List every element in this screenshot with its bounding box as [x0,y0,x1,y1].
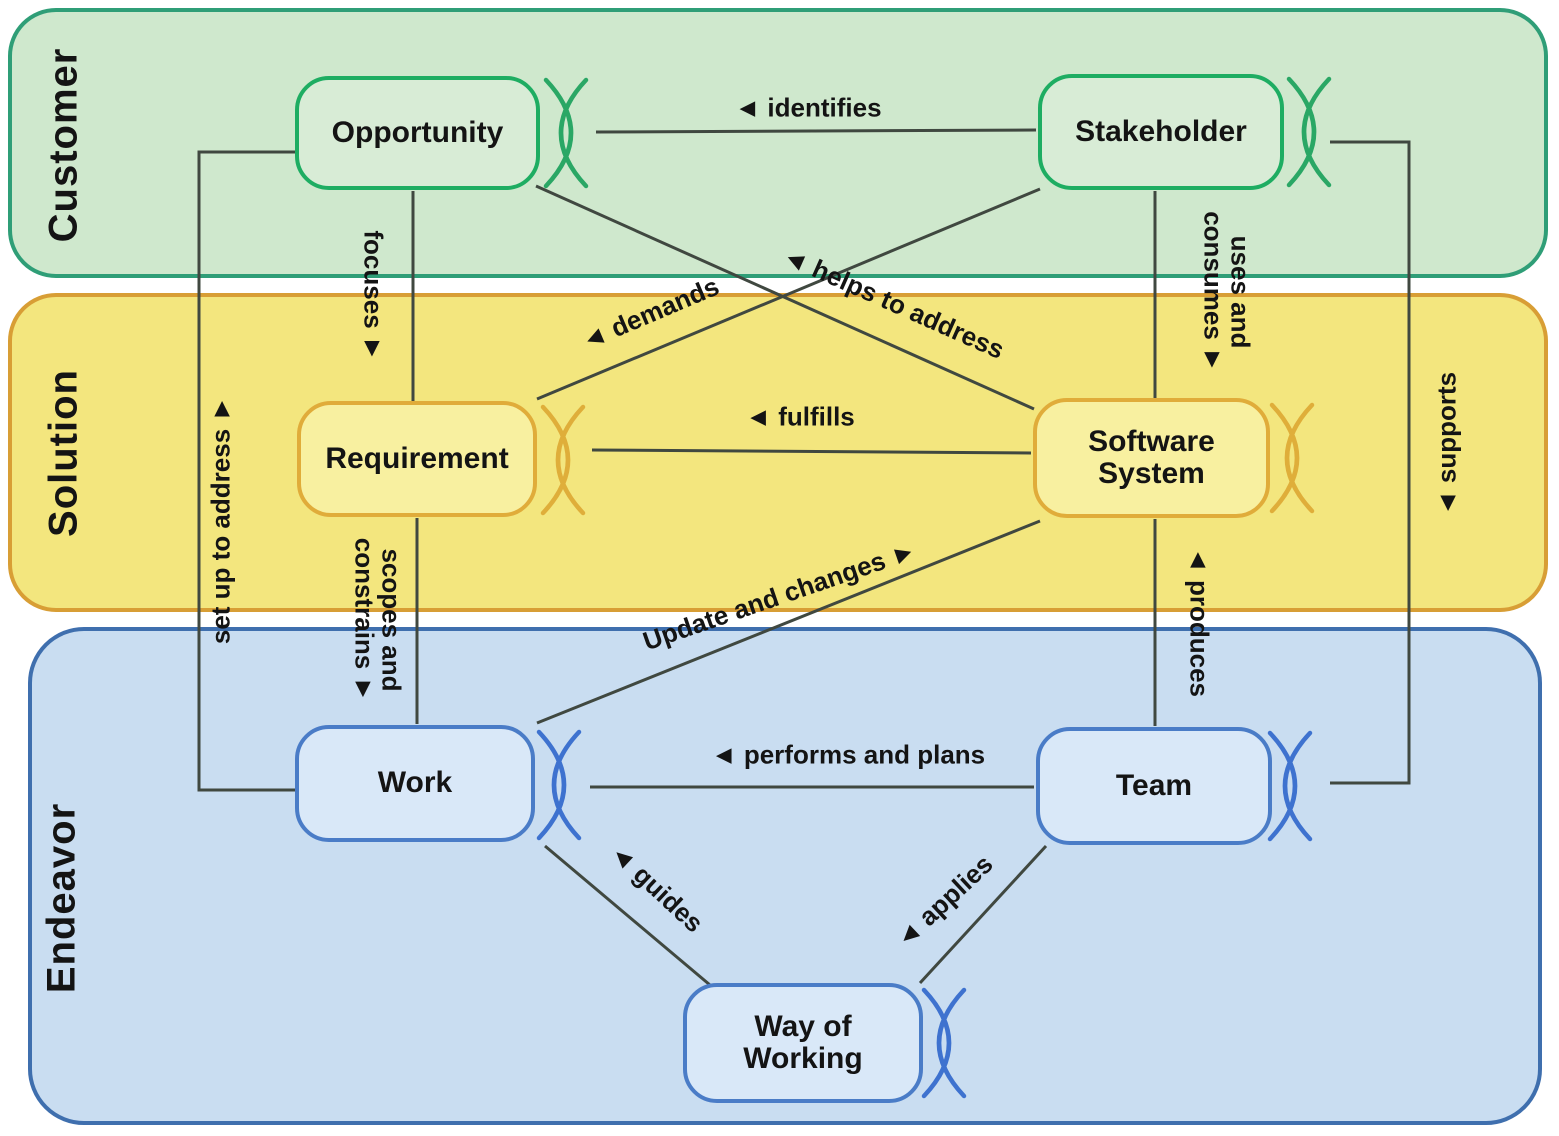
line-fulfills [591,448,1032,455]
line-supports [1330,140,1411,785]
edge-label-supports: ◄ supports [1431,371,1462,517]
edge-label-identifies: ◄ identifies [734,92,882,123]
node-way-of-working-label: Way of Working [743,1009,863,1075]
node-software-system-label: Software System [1088,424,1215,490]
line-applies [918,844,1048,985]
node-way-of-working: Way of Working [683,983,923,1103]
line-guides [544,844,711,987]
way-of-working-alpha-icon [921,987,967,1099]
line-set-up-to-address [197,150,296,792]
node-team-label: Team [1115,768,1193,802]
endeavor-band [28,627,1542,1125]
customer-band [8,8,1548,278]
node-team: Team [1036,727,1272,845]
line-demands [536,187,1041,401]
line-identifies [595,128,1037,134]
requirement-alpha-icon [540,404,586,516]
edge-label-set-up-to-address: set up to address ► [205,395,236,645]
team-alpha-icon [1267,730,1313,842]
node-requirement: Requirement [297,401,537,517]
line-update-and-changes [536,519,1041,725]
software-system-alpha-icon [1269,402,1315,514]
edge-label-fulfills: ◄ fulfills [745,401,855,432]
node-work-label: Work [377,766,453,800]
edge-label-focuses: focuses ► [358,230,389,362]
line-helps-to-address [535,184,1035,411]
stakeholder-alpha-icon [1286,76,1332,188]
edge-label-produces: ◄ produces [1184,547,1215,697]
edge-label-uses-and-consumes: uses and consumes ► [1198,211,1256,373]
node-stakeholder-label: Stakeholder [1075,114,1247,148]
node-software-system: Software System [1033,398,1270,518]
node-opportunity-label: Opportunity [331,115,504,149]
node-work: Work [295,725,535,842]
node-opportunity: Opportunity [295,76,540,190]
work-alpha-icon [536,729,582,841]
edge-label-performs-and-plans: ◄ performs and plans [710,739,986,770]
opportunity-alpha-icon [543,77,589,189]
node-requirement-label: Requirement [325,441,509,475]
node-stakeholder: Stakeholder [1038,74,1284,190]
edge-label-scopes-and-constrains: scopes and constrains ► [349,537,407,703]
